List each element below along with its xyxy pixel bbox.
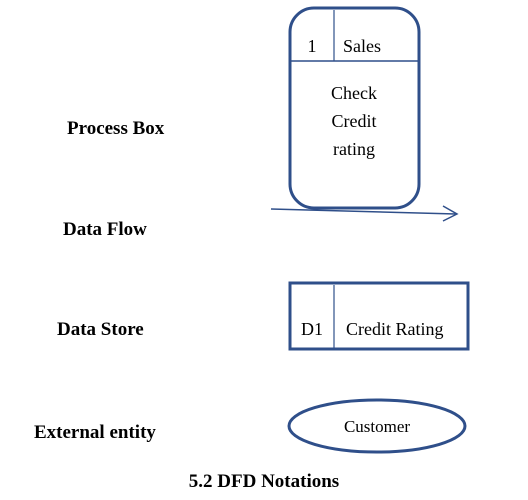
external-entity: Customer xyxy=(287,398,467,454)
process-box: 1 Sales Check Credit rating xyxy=(288,6,421,210)
process-dept: Sales xyxy=(343,36,381,56)
process-box-label: Process Box xyxy=(67,118,165,139)
process-name-line3: rating xyxy=(333,139,375,159)
data-store: D1 Credit Rating xyxy=(288,281,470,351)
data-flow-line xyxy=(270,208,457,215)
data-store-name: Credit Rating xyxy=(346,319,444,339)
process-name-line2: Credit xyxy=(332,111,377,131)
data-store-outline xyxy=(288,281,470,351)
process-id: 1 xyxy=(308,36,317,56)
data-store-label: Data Store xyxy=(57,319,144,340)
figure-caption: 5.2 DFD Notations xyxy=(189,471,339,492)
external-entity-outline xyxy=(287,398,467,454)
arrow-head-icon xyxy=(442,205,459,222)
external-entity-name: Customer xyxy=(344,417,410,436)
external-entity-label: External entity xyxy=(34,422,156,443)
process-name-line1: Check xyxy=(331,83,377,103)
data-flow-label: Data Flow xyxy=(63,219,147,240)
data-store-id: D1 xyxy=(301,319,323,339)
process-box-outline xyxy=(288,6,421,210)
data-flow-arrow xyxy=(270,205,459,222)
